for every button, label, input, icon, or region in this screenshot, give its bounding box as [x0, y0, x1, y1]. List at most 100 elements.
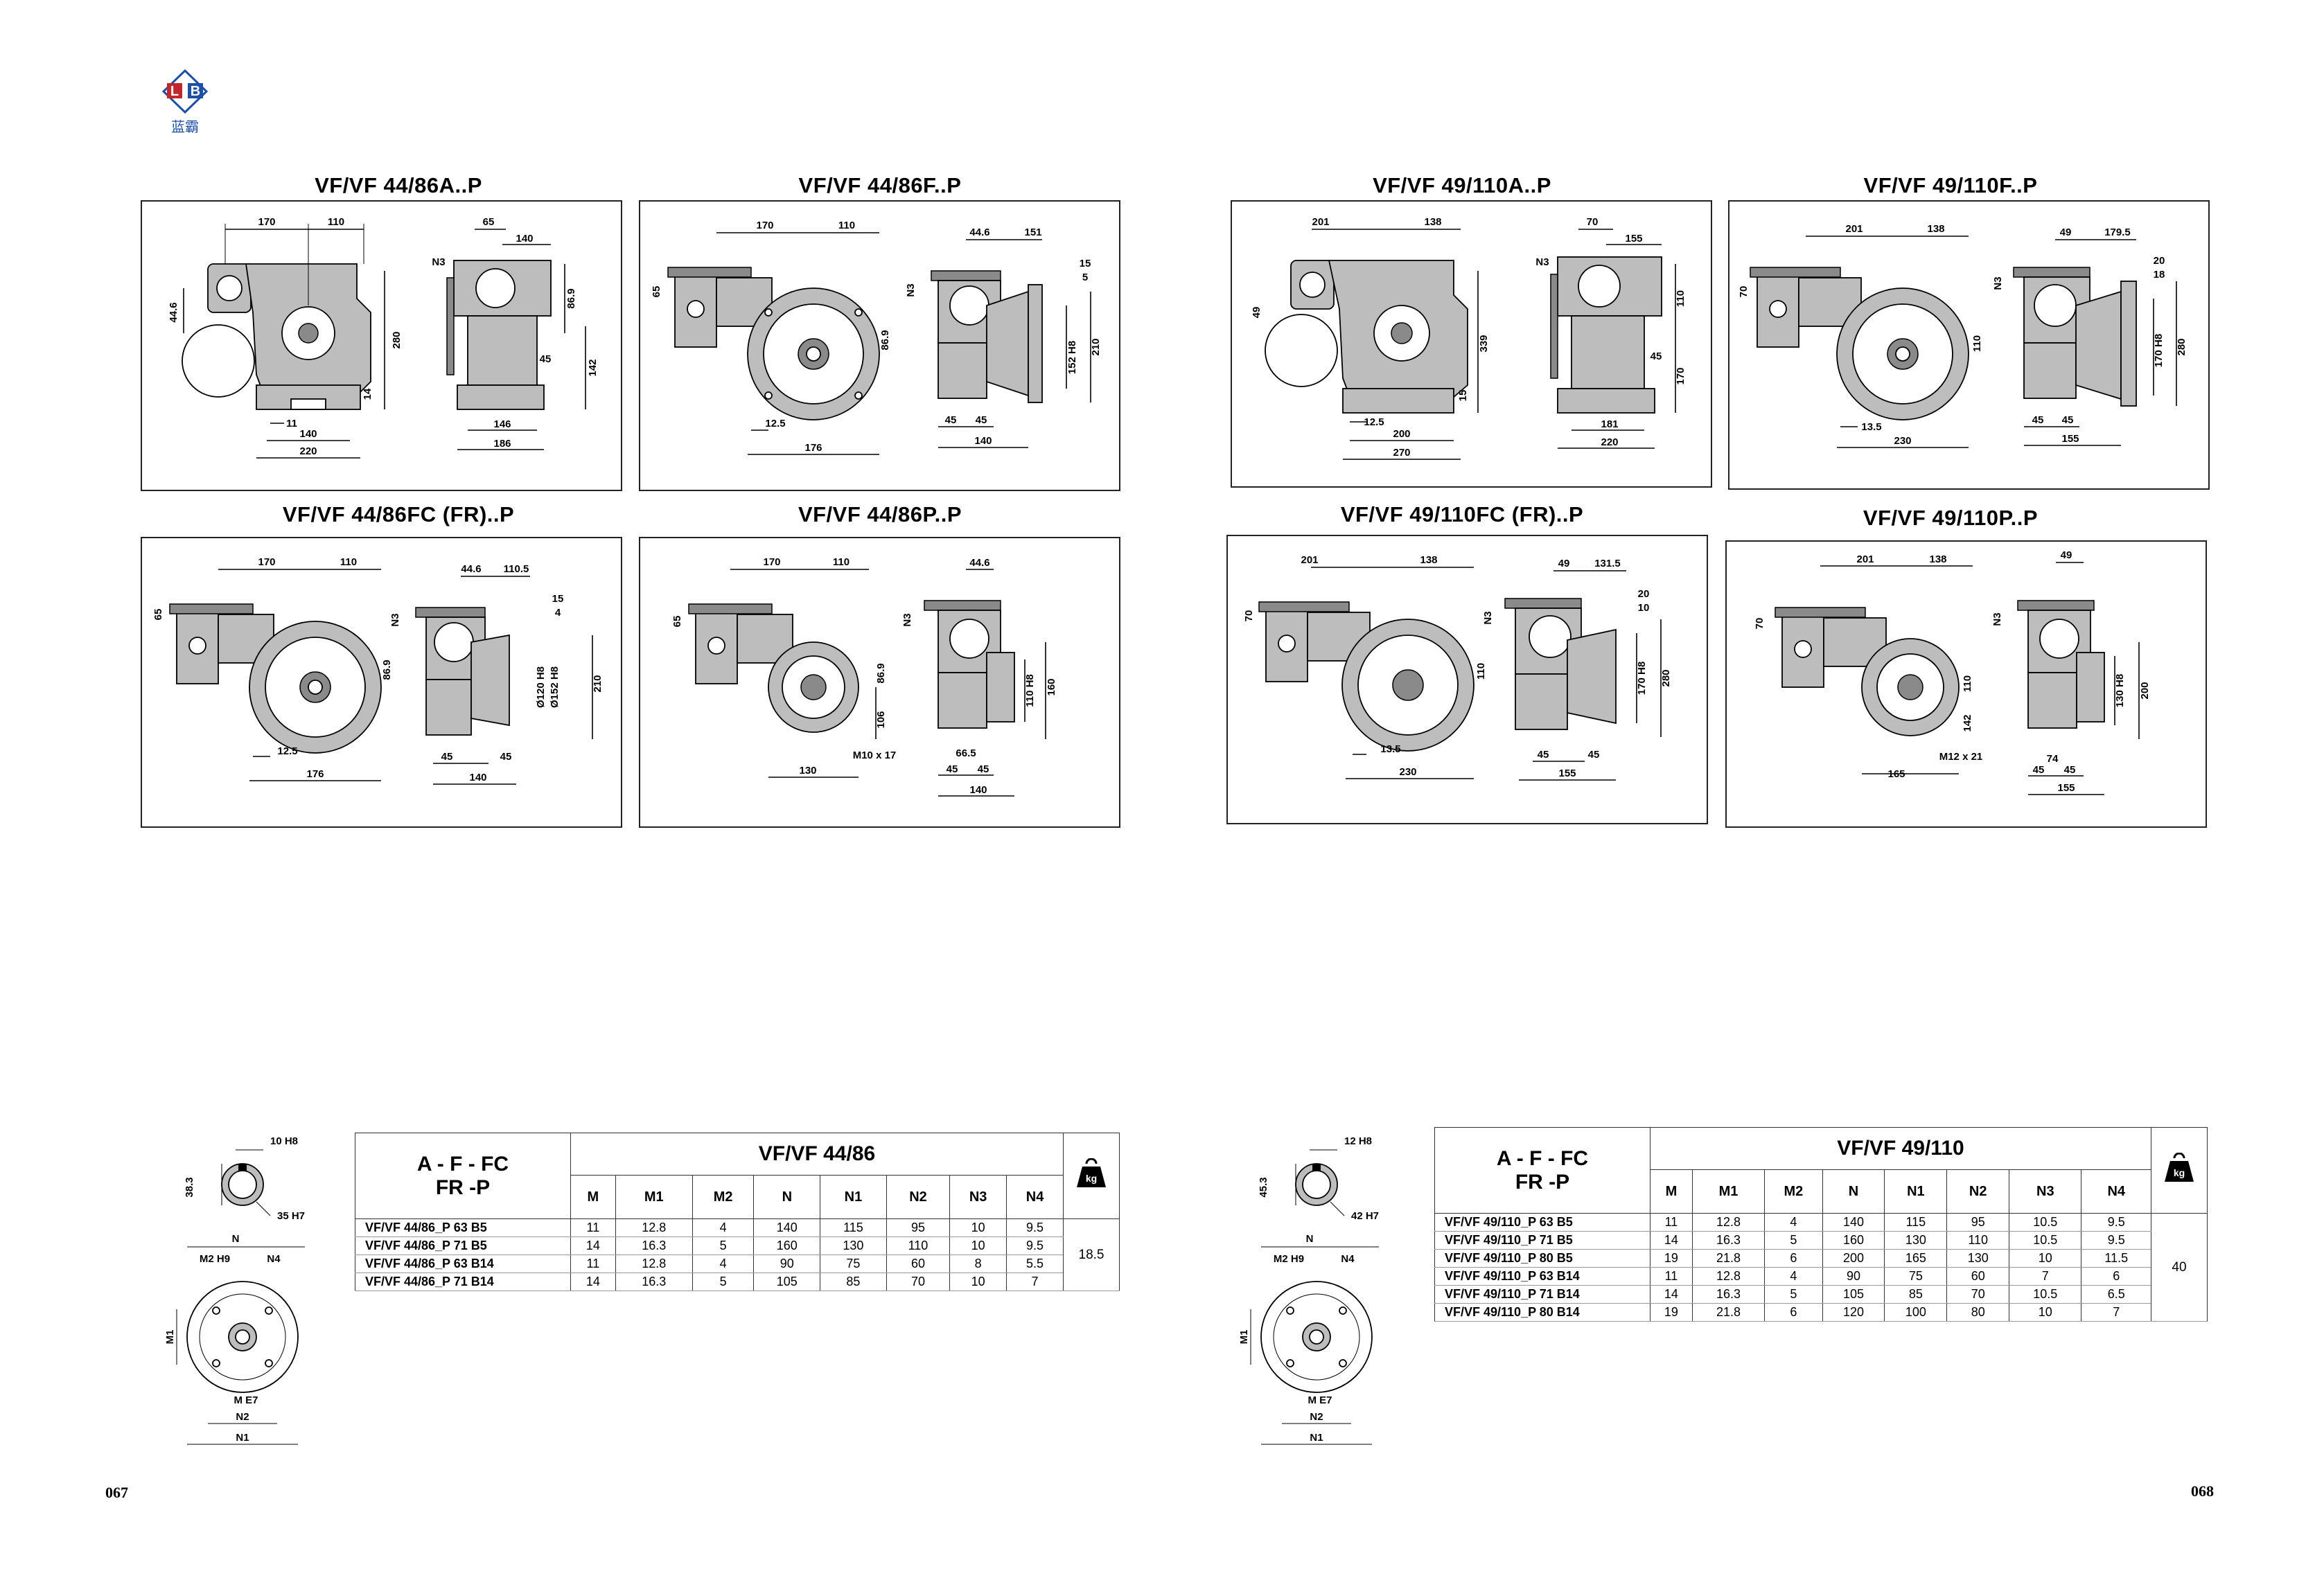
- drawing-title: VF/VF 49/110A..P: [1373, 173, 1551, 197]
- value-cell: 10.5: [2009, 1213, 2082, 1232]
- dim-label: 12 H8: [1344, 1135, 1372, 1147]
- dim-label: M10 x 17: [853, 750, 897, 761]
- value-cell: 5: [692, 1273, 755, 1291]
- dim-label: 45: [2062, 414, 2074, 426]
- value-cell: 14: [570, 1273, 616, 1291]
- col-header: N2: [1946, 1169, 2010, 1214]
- dim-label: 179.5: [2104, 227, 2131, 238]
- dim-label: 10 H8: [270, 1135, 298, 1147]
- value-cell: 75: [820, 1254, 887, 1273]
- dim-label: 49: [2060, 227, 2072, 238]
- spec-table-49-110: A - F - FC FR -P VF/VF 49/110 kg M M1 M2…: [1434, 1127, 2208, 1322]
- value-cell: 9.5: [2081, 1231, 2151, 1250]
- value-cell: 10.5: [2009, 1285, 2082, 1304]
- dim-label: 44.6: [969, 557, 989, 569]
- drawing-44-86-a: 170 110 44.6 280 14 11 140 220 65 140 N3…: [141, 200, 622, 491]
- value-cell: 7: [2081, 1303, 2151, 1322]
- value-cell: 12.8: [1691, 1213, 1766, 1232]
- value-cell: 4: [1764, 1267, 1823, 1286]
- dim-label: 70: [1243, 610, 1255, 622]
- dim-label: 42 H7: [1351, 1210, 1379, 1222]
- model-cell: VF/VF 44/86_P 71 B5: [355, 1236, 571, 1255]
- drawing-49-110-f: 201 138 70 110 13.5 230 49 179.5 20 18 N…: [1728, 200, 2210, 490]
- drawing-title: VF/VF 49/110F..P: [1863, 173, 2038, 197]
- value-cell: 8: [949, 1254, 1007, 1273]
- dim-label: N4: [1341, 1253, 1355, 1265]
- value-cell: 80: [1946, 1303, 2010, 1322]
- shaft-flange-detail-right: 12 H8 45.3 42 H7 N M2 H9 N4 M1 M E7 N2 N…: [1238, 1129, 1400, 1462]
- value-cell: 140: [753, 1218, 821, 1237]
- table-label-line2: FR -P: [435, 1176, 491, 1199]
- value-cell: 10: [949, 1236, 1007, 1255]
- dim-label: 45: [2064, 764, 2076, 776]
- value-cell: 4: [1764, 1213, 1823, 1232]
- dim-label: 181: [1601, 418, 1618, 430]
- company-logo: L B 蓝霸: [161, 69, 209, 139]
- weight-icon: kg: [1063, 1133, 1120, 1219]
- dim-label: N3: [432, 256, 445, 268]
- dim-label: 155: [1558, 768, 1576, 779]
- dim-label: 146: [493, 418, 511, 430]
- dim-label: 86.9: [875, 663, 887, 683]
- value-cell: 21.8: [1691, 1303, 1766, 1322]
- dim-label: 138: [1927, 223, 1944, 235]
- dim-label: 280: [2176, 338, 2187, 355]
- value-cell: 7: [1006, 1273, 1064, 1291]
- dim-label: 45: [2032, 414, 2044, 426]
- drawing-title: VF/VF 44/86A..P: [315, 173, 482, 197]
- dim-label: 44.6: [969, 227, 989, 238]
- dim-label: 130: [799, 765, 816, 777]
- model-cell: VF/VF 49/110_P 71 B5: [1434, 1231, 1650, 1250]
- dim-label: N1: [236, 1432, 249, 1444]
- value-cell: 85: [1884, 1285, 1948, 1304]
- value-cell: 6: [2081, 1267, 2151, 1286]
- dim-label: 210: [592, 675, 604, 692]
- dim-label: 170 H8: [2153, 334, 2165, 367]
- dim-label: 12.5: [277, 745, 297, 757]
- dim-label: 45: [2033, 764, 2045, 776]
- drawing-title: VF/VF 49/110FC (FR)..P: [1340, 502, 1584, 526]
- value-cell: 115: [820, 1218, 887, 1237]
- dim-label: 186: [493, 438, 511, 450]
- dim-label: 65: [483, 216, 495, 228]
- dim-label: 200: [1393, 428, 1410, 440]
- value-cell: 21.8: [1691, 1249, 1766, 1268]
- dim-label: 142: [587, 359, 599, 376]
- dim-label: 110 H8: [1024, 674, 1036, 707]
- model-cell: VF/VF 49/110_P 63 B14: [1434, 1267, 1650, 1286]
- value-cell: 130: [1884, 1231, 1948, 1250]
- dim-label: 155: [2057, 782, 2075, 794]
- dim-label: 280: [1660, 669, 1672, 686]
- table-row: VF/VF 44/86_P 63 B14 11 12.8 4 90 75 60 …: [355, 1254, 1120, 1273]
- col-header: M: [570, 1175, 616, 1219]
- value-cell: 10: [949, 1218, 1007, 1237]
- dim-label: 170: [258, 216, 275, 228]
- dim-label: N4: [267, 1253, 281, 1265]
- dim-label: 220: [299, 445, 317, 457]
- dim-label: 165: [1887, 768, 1905, 780]
- model-cell: VF/VF 49/110_P 80 B14: [1434, 1303, 1650, 1322]
- dim-label: N: [1306, 1233, 1314, 1245]
- dim-label: 110: [1675, 290, 1687, 307]
- dim-label: 65: [671, 616, 683, 628]
- value-cell: 16.3: [1691, 1231, 1766, 1250]
- dim-label: 12.5: [1364, 416, 1384, 428]
- dim-label: 130 H8: [2114, 674, 2126, 707]
- value-cell: 95: [886, 1218, 951, 1237]
- dim-label: 155: [2061, 433, 2079, 445]
- value-cell: 6: [1764, 1303, 1823, 1322]
- weight-cell: 18.5: [1063, 1218, 1120, 1291]
- dim-label: 20: [1638, 588, 1650, 600]
- col-header: N1: [820, 1175, 887, 1219]
- value-cell: 90: [753, 1254, 821, 1273]
- table-row: VF/VF 44/86_P 63 B5 11 12.8 4 140 115 95…: [355, 1218, 1120, 1291]
- value-cell: 11: [570, 1218, 616, 1237]
- dim-label: 45: [947, 763, 958, 775]
- dim-label: N1: [1310, 1432, 1323, 1444]
- dim-label: 140: [469, 772, 486, 783]
- dim-label: 45.3: [1258, 1177, 1269, 1197]
- dim-label: 13.5: [1380, 743, 1400, 755]
- dim-label: 140: [969, 784, 987, 796]
- value-cell: 6.5: [2081, 1285, 2151, 1304]
- dim-label: 140: [516, 233, 533, 245]
